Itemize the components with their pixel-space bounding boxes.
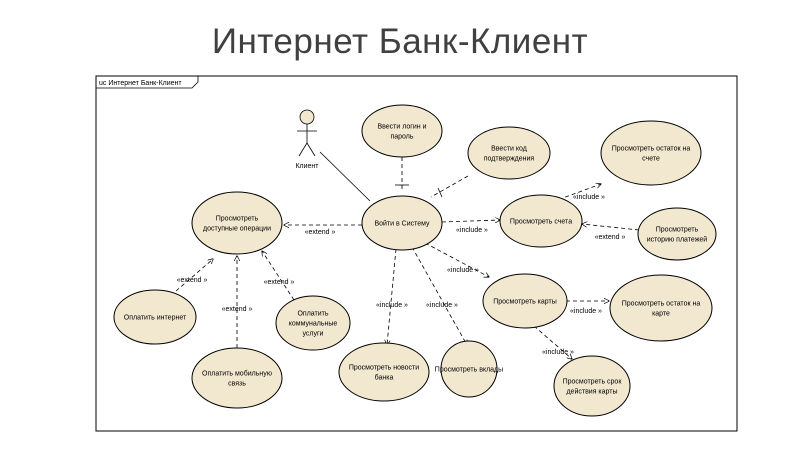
uc-view-account-balance[interactable]: Просмотреть остаток на счете bbox=[600, 120, 702, 186]
dep-confirm-code-head bbox=[437, 187, 443, 198]
uc-login-password[interactable]: Ввести логин и пароль bbox=[361, 104, 443, 158]
uc-pay-utilities-ellipse bbox=[275, 295, 351, 351]
uc-view-account-balance-ellipse bbox=[600, 120, 702, 186]
actor-client[interactable]: Клиент bbox=[295, 109, 319, 170]
uc-view-available-ops-ellipse bbox=[191, 191, 283, 255]
actor-head bbox=[299, 109, 315, 125]
uc-view-deposits[interactable]: Просмотреть вклады bbox=[435, 340, 503, 398]
uc-confirm-code-label-0: Ввести код bbox=[491, 146, 527, 153]
uc-view-bank-news-label-0: Просмотреть новости bbox=[349, 365, 419, 372]
uc-view-card-balance-label-1: карте bbox=[652, 311, 670, 318]
uc-view-payment-history-label-0: Просмотреть bbox=[656, 227, 699, 234]
uc-pay-utilities-label-0: Оплатить bbox=[297, 311, 328, 318]
dep-confirm-code bbox=[430, 175, 469, 198]
uc-view-card-expiry-ellipse bbox=[553, 355, 631, 417]
uc-pay-internet-ellipse bbox=[113, 289, 197, 345]
uc-view-card-expiry[interactable]: Просмотреть срок действия карты bbox=[553, 355, 631, 417]
label-extend-history-accounts: «extend » bbox=[595, 234, 626, 241]
uc-pay-internet-label-0: Оплатить интернет bbox=[124, 315, 187, 322]
uc-view-available-ops-label-0: Просмотреть bbox=[216, 216, 259, 223]
label-extend-internet-ops: «extend » bbox=[177, 277, 208, 284]
uc-view-card-expiry-label-0: Просмотреть срок bbox=[563, 379, 623, 386]
uc-view-card-balance-ellipse bbox=[609, 274, 713, 342]
include-login-accounts bbox=[441, 220, 500, 222]
actor-label: Клиент bbox=[295, 163, 319, 170]
uc-view-payment-history-label-1: историю платежей bbox=[647, 236, 708, 244]
frame-tab bbox=[96, 76, 199, 89]
uc-view-accounts-ellipse bbox=[499, 194, 583, 248]
uc-pay-mobile-label-0: Оплатить мобильную bbox=[202, 370, 272, 378]
uc-login-password-label-0: Ввести логин и bbox=[377, 124, 426, 131]
uc-view-payment-history-ellipse bbox=[637, 207, 717, 261]
uc-confirm-code-ellipse bbox=[467, 126, 551, 180]
uc-view-bank-news[interactable]: Просмотреть новости банка bbox=[338, 342, 430, 402]
slide-title: Интернет Банк-Клиент bbox=[211, 22, 589, 61]
label-extend-login-ops: «extend » bbox=[305, 229, 336, 236]
uc-view-payment-history[interactable]: Просмотреть историю платежей bbox=[637, 207, 717, 261]
uc-view-cards-ellipse bbox=[482, 273, 568, 329]
uc-view-card-expiry-label-1: действия карты bbox=[566, 388, 617, 396]
label-include-login-news: «include » bbox=[376, 302, 408, 309]
uc-view-available-ops-label-1: доступные операции bbox=[203, 226, 271, 233]
uc-view-account-balance-label-0: Просмотреть остаток на bbox=[612, 146, 691, 153]
uc-view-cards-label-0: Просмотреть карты bbox=[493, 299, 557, 306]
include-login-deposits bbox=[411, 246, 467, 345]
label-extend-mobile-ops: «extend » bbox=[222, 306, 253, 313]
uc-view-account-balance-label-1: счете bbox=[642, 156, 660, 163]
label-include-login-cards: «include » bbox=[447, 267, 479, 274]
extend-history-accounts bbox=[582, 224, 640, 231]
uc-pay-mobile[interactable]: Оплатить мобильную связь bbox=[191, 347, 283, 409]
uc-view-deposits-ellipse bbox=[440, 340, 498, 398]
extend-internet-ops bbox=[175, 259, 213, 292]
uc-pay-utilities-label-1: коммунальные bbox=[289, 321, 338, 328]
uc-pay-utilities-label-2: услуги bbox=[303, 331, 324, 338]
uc-view-card-balance-label-0: Просмотреть остаток на bbox=[622, 301, 701, 308]
uc-login-system-ellipse bbox=[361, 195, 443, 251]
uc-view-accounts-label-0: Просмотреть счета bbox=[510, 219, 572, 226]
uc-pay-utilities[interactable]: Оплатить коммунальные услуги bbox=[275, 295, 351, 351]
uc-login-password-ellipse bbox=[361, 104, 443, 158]
uc-view-bank-news-label-1: банка bbox=[375, 374, 394, 382]
uc-view-cards[interactable]: Просмотреть карты bbox=[482, 273, 568, 329]
uc-view-bank-news-ellipse bbox=[338, 342, 430, 402]
label-include-login-accounts: «include » bbox=[456, 227, 488, 234]
uc-view-deposits-label-0: Просмотреть вклады bbox=[435, 367, 503, 374]
label-include-login-deposits: «include » bbox=[426, 302, 458, 309]
assoc-client-login bbox=[319, 151, 371, 202]
uc-pay-internet[interactable]: Оплатить интернет bbox=[113, 289, 197, 345]
include-login-cards bbox=[424, 242, 489, 277]
include-cards-expiry bbox=[533, 325, 572, 359]
frame-label: uc Интернет Банк-Клиент bbox=[99, 80, 182, 87]
uc-confirm-code[interactable]: Ввести код подтверждения bbox=[467, 126, 551, 180]
uc-login-system[interactable]: Войти в Систему bbox=[361, 195, 443, 251]
label-extend-utilities-ops: «extend » bbox=[264, 279, 295, 286]
uc-pay-mobile-label-1: связь bbox=[228, 381, 246, 388]
label-include-cards-expiry: «include » bbox=[542, 349, 574, 356]
uc-login-password-label-1: пароль bbox=[390, 134, 413, 141]
uc-confirm-code-label-1: подтверждения bbox=[484, 156, 535, 163]
uc-view-card-balance[interactable]: Просмотреть остаток на карте bbox=[609, 274, 713, 342]
label-include-cards-card-balance: «include » bbox=[570, 308, 602, 315]
extend-utilities-ops bbox=[262, 251, 295, 301]
include-login-news bbox=[387, 248, 397, 345]
label-include-accounts-balance: «include » bbox=[573, 194, 605, 201]
uc-login-system-label-0: Войти в Систему bbox=[374, 220, 430, 228]
uc-view-accounts[interactable]: Просмотреть счета bbox=[499, 194, 583, 248]
uc-view-available-ops[interactable]: Просмотреть доступные операции bbox=[191, 191, 283, 255]
uc-pay-mobile-ellipse bbox=[191, 347, 283, 409]
